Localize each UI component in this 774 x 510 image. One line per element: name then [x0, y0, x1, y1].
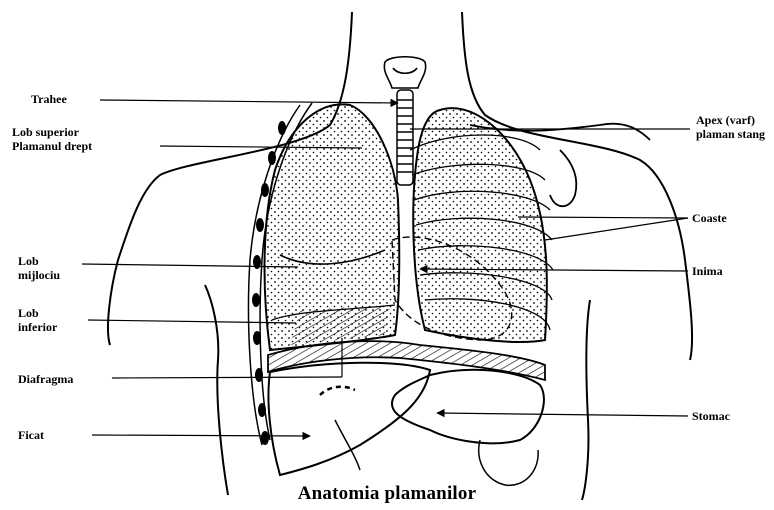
label-lob-superior: Lob superior Plamanul drept — [12, 125, 92, 153]
label-ficat: Ficat — [18, 428, 44, 442]
label-stomac: Stomac — [692, 409, 730, 423]
label-lob-mijlociu-line1: Lob — [18, 254, 60, 268]
label-lob-mijlociu-line2: mijlociu — [18, 268, 60, 282]
label-lob-inferior-line1: Lob — [18, 306, 57, 320]
label-apex-line2: plaman stang — [696, 127, 765, 141]
label-lob-inferior-line2: inferior — [18, 320, 57, 334]
label-trahee: Trahee — [31, 92, 67, 106]
label-apex: Apex (varf) plaman stang — [696, 113, 765, 141]
label-lob-superior-line2: Plamanul drept — [12, 139, 92, 153]
stomach — [392, 370, 544, 443]
label-lob-mijlociu: Lob mijlociu — [18, 254, 60, 282]
trachea — [397, 90, 413, 185]
diaphragm — [268, 341, 545, 380]
label-lob-superior-line1: Lob superior — [12, 125, 92, 139]
label-apex-line1: Apex (varf) — [696, 113, 765, 127]
label-inima: Inima — [692, 264, 723, 278]
label-coaste: Coaste — [692, 211, 727, 225]
larynx — [384, 57, 425, 88]
colon — [479, 440, 538, 485]
label-diafragma: Diafragma — [18, 372, 73, 386]
diagram-title: Anatomia plamanilor — [0, 483, 774, 505]
right-lung — [265, 104, 400, 350]
label-lob-inferior: Lob inferior — [18, 306, 57, 334]
